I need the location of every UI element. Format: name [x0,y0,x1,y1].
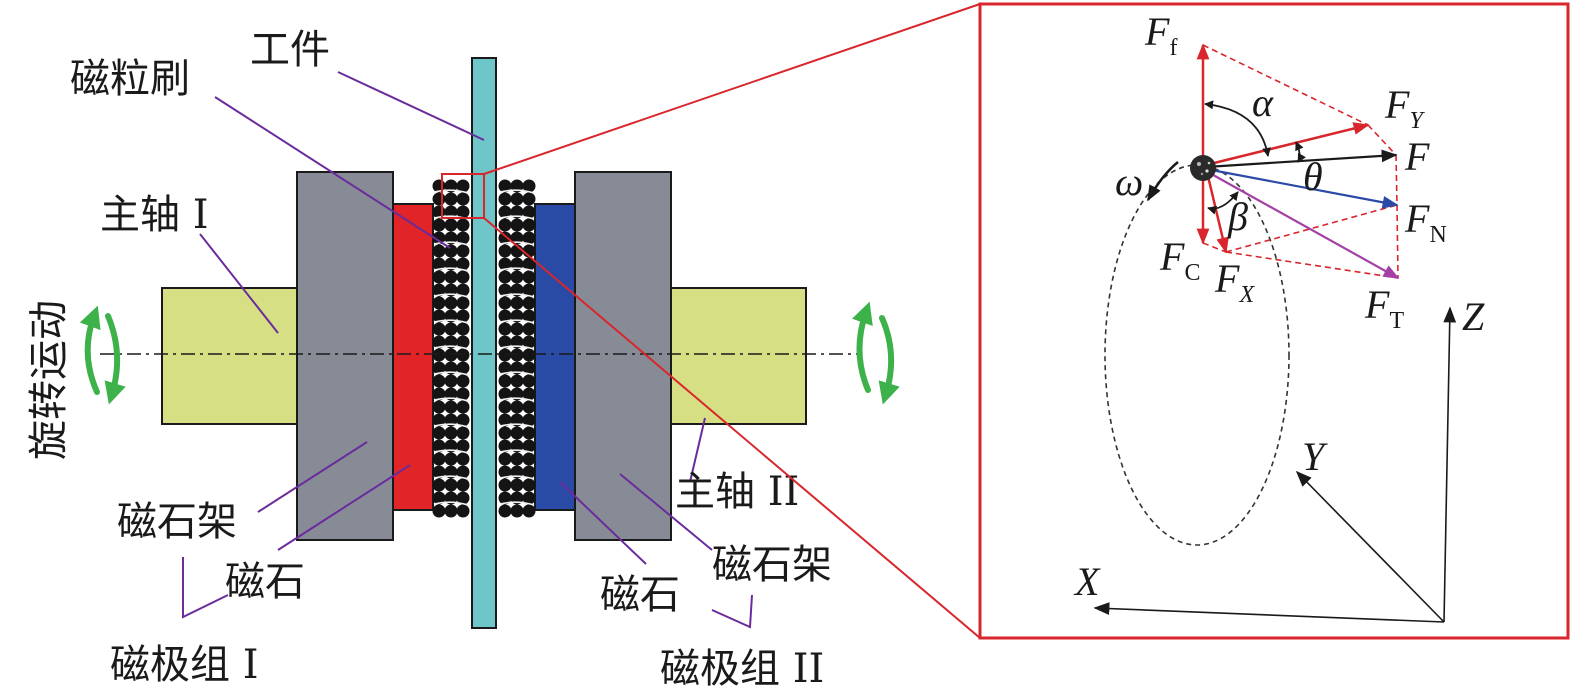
omega-arrow [1146,161,1179,202]
label-FX: FX [1214,256,1255,308]
leader-lines [182,71,753,629]
particle-orbit [1104,164,1290,546]
label-Ff: Ff [1144,9,1177,61]
label-magnet-right: 磁石 [600,572,680,618]
magnet-holder-left [296,171,394,541]
magnet-holder-right [574,171,672,541]
label-axis-x: X [1073,559,1101,604]
label-brush: 磁粒刷 [70,56,190,102]
force-FY-arrow [1205,122,1370,167]
zoom-frame [978,2,1570,640]
force-diagram: α θ β ω Ff FY F FN FC FX FT X Y Z [1073,9,1485,623]
spindle-2 [670,287,807,425]
coordinate-axes [1093,306,1457,623]
label-group-2: 磁极组 II [660,646,824,692]
angle-labels: α θ β ω [1115,80,1323,239]
label-holder-left: 磁石架 [117,499,237,545]
angle-arcs [1204,100,1306,215]
label-beta: β [1227,194,1248,239]
magnetic-brush-left [432,179,470,518]
magnet-right [534,203,576,511]
beta-arc [1207,191,1239,215]
abrasive-particle [1190,155,1216,181]
label-theta: θ [1303,154,1323,199]
axis-x [1093,602,1445,623]
label-spindle-2: 主轴 II [675,469,799,515]
label-FN: FN [1404,196,1447,248]
spindle-1 [161,287,298,425]
force-FT-arrow [1205,170,1400,279]
label-spindle-1: 主轴 I [100,192,209,238]
label-FT: FT [1364,282,1404,334]
magnet-left [392,203,434,511]
label-magnet-left: 磁石 [225,559,305,605]
label-rotation: 旋转运动 [26,300,72,460]
force-vectors [1196,43,1400,279]
axis-y [1295,470,1445,623]
force-labels: Ff FY F FN FC FX FT [1144,9,1447,334]
label-alpha: α [1252,80,1274,125]
apparatus [100,57,860,629]
rotation-arrow-left-inner [104,313,126,405]
zoom-callout [441,2,1570,640]
magnetic-brush-right [498,179,536,518]
label-axis-z: Z [1462,294,1485,339]
label-FY: FY [1384,82,1425,134]
rotation-arrows [79,301,900,405]
label-workpiece: 工件 [250,27,330,73]
zoom-source-box [441,173,485,219]
label-FC: FC [1159,234,1200,286]
force-FN-arrow [1205,167,1399,209]
workpiece [471,57,497,629]
rotation-arrow-left-outer [79,305,101,395]
label-omega: ω [1115,159,1143,204]
label-F: F [1404,134,1430,179]
force-FX-arrow [1205,171,1229,254]
label-holder-right: 磁石架 [712,542,832,588]
label-axis-y: Y [1302,434,1328,479]
axis-z [1443,306,1457,623]
alpha-arc [1204,100,1272,157]
rotation-arrow-right-outer [851,301,873,393]
apparatus-labels: 工件 磁粒刷 主轴 I 旋转运动 磁石架 磁石 磁极组 I 主轴 II 磁石架 … [26,27,832,692]
rotation-arrow-right-inner [878,315,900,405]
label-group-1: 磁极组 I [110,642,259,688]
theta-arc [1295,141,1306,163]
